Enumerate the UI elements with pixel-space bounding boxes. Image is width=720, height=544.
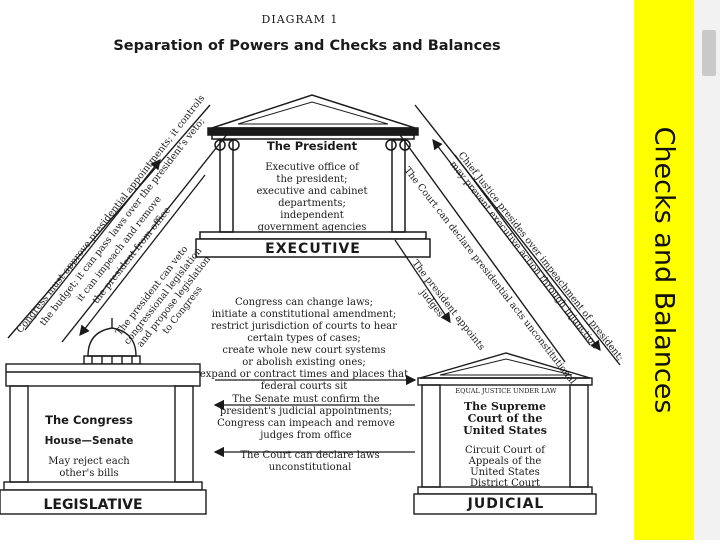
svg-text:president's judicial appointme: president's judicial appointments;: [220, 406, 392, 417]
triangle-frame: [7, 104, 621, 366]
scroll-thumb[interactable]: [702, 30, 716, 76]
executive-temple: [195, 94, 431, 258]
svg-text:United States: United States: [463, 424, 547, 437]
legislative-note-line-2: other's bills: [59, 468, 118, 479]
executive-body: Executive office of the president; execu…: [256, 162, 367, 233]
separation-of-powers-diagram: DIAGRAM 1 Separation of Powers and Check…: [0, 13, 626, 515]
executive-heading: The President: [267, 139, 358, 153]
svg-text:certain types of cases;: certain types of cases;: [247, 333, 360, 344]
svg-text:government agencies: government agencies: [258, 222, 367, 233]
svg-text:Congress can impeach and remov: Congress can impeach and remove: [217, 418, 395, 429]
svg-text:judges from office: judges from office: [259, 430, 352, 441]
diagram-title: Separation of Powers and Checks and Bala…: [113, 38, 500, 54]
check-senate-confirm: The Senate must confirm the president's …: [217, 394, 395, 441]
svg-text:Circuit Court of: Circuit Court of: [465, 445, 546, 456]
legislative-heading: The Congress: [45, 413, 133, 427]
slide-title-sidebar: [634, 0, 694, 540]
svg-text:The Supreme: The Supreme: [464, 400, 546, 413]
svg-text:unconstitutional: unconstitutional: [269, 462, 352, 473]
svg-text:executive and cabinet: executive and cabinet: [256, 186, 367, 197]
judicial-heading: The Supreme Court of the United States: [463, 400, 547, 437]
svg-text:The president appoints: The president appoints: [410, 258, 487, 353]
svg-text:restrict jurisdiction of court: restrict jurisdiction of courts to hear: [211, 321, 397, 332]
check-court-laws: The Court can declare laws unconstitutio…: [240, 450, 379, 473]
svg-text:create whole new court systems: create whole new court systems: [222, 345, 385, 356]
svg-text:Appeals of the: Appeals of the: [468, 456, 542, 467]
judicial-frieze: EQUAL JUSTICE UNDER LAW: [455, 387, 556, 395]
check-exec-over-jud: The president appoints judges: [410, 258, 487, 353]
svg-text:The Court can declare laws: The Court can declare laws: [240, 450, 379, 461]
slide-title: Checks and Balances: [648, 126, 680, 414]
svg-text:initiate a constitutional amen: initiate a constitutional amendment;: [212, 309, 397, 320]
svg-text:departments;: departments;: [278, 198, 346, 209]
svg-text:United States: United States: [470, 467, 539, 478]
svg-text:The Senate must confirm the: The Senate must confirm the: [232, 394, 379, 405]
svg-text:independent: independent: [280, 210, 344, 221]
judicial-temple: [413, 352, 597, 515]
legislative-capitol: [0, 318, 207, 515]
svg-text:federal courts sit: federal courts sit: [261, 381, 348, 392]
check-leg-over-jud: Congress can change laws; initiate a con…: [200, 297, 408, 392]
svg-text:the president;: the president;: [276, 174, 347, 185]
diagram-label: DIAGRAM 1: [262, 13, 339, 26]
judicial-body: Circuit Court of Appeals of the United S…: [465, 445, 546, 489]
svg-text:Court of the: Court of the: [468, 412, 543, 425]
svg-text:District Court: District Court: [470, 478, 540, 489]
right-edge-strip: [694, 0, 720, 540]
legislative-subheading: House—Senate: [45, 435, 134, 447]
judicial-base-label: JUDICIAL: [467, 496, 545, 512]
svg-text:expand or contract times and p: expand or contract times and places that: [200, 369, 408, 380]
legislative-note-line-1: May reject each: [48, 456, 130, 467]
executive-base-label: EXECUTIVE: [265, 241, 361, 257]
legislative-base-label: LEGISLATIVE: [43, 497, 142, 513]
svg-text:or abolish existing ones;: or abolish existing ones;: [242, 357, 366, 368]
svg-text:Executive office of: Executive office of: [265, 162, 360, 173]
check-arrows: [24, 138, 601, 458]
svg-text:Congress can change laws;: Congress can change laws;: [235, 297, 373, 308]
